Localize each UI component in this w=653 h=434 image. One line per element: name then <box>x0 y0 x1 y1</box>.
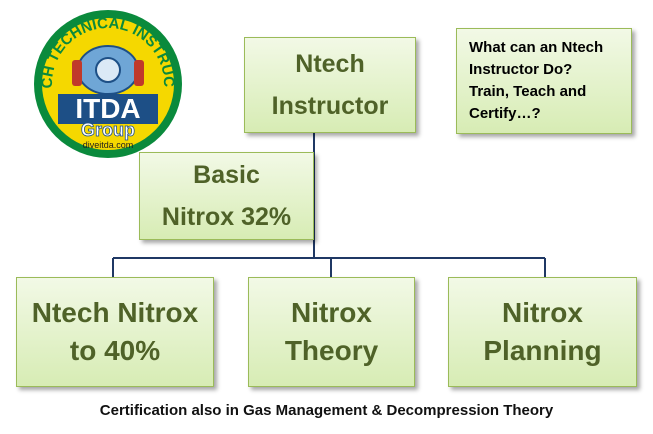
ntech-instructor-box: Ntech Instructor <box>244 37 416 133</box>
note-line3: Train, Teach and <box>469 83 587 100</box>
note-line1: What can an Ntech <box>469 39 604 56</box>
diver-helmet-icon <box>72 45 144 95</box>
ntech-instructor-line2: Instructor <box>271 92 389 120</box>
note-line2: Instructor Do? <box>469 61 573 78</box>
logo-brand-text: ITDA <box>75 93 140 124</box>
note-line4: Certify…? <box>469 105 541 122</box>
ntech-nitrox-40-box: Ntech Nitrox to 40% <box>16 277 214 387</box>
ntech-instructor-line1: Ntech <box>295 50 365 78</box>
itda-logo: NTECH TECHNICAL INSTRUCTOR ITDA Group di… <box>32 8 182 158</box>
ntech-nitrox-40-line1: Ntech Nitrox <box>31 297 199 328</box>
basic-nitrox-box: Basic Nitrox 32% <box>139 152 314 240</box>
basic-nitrox-line2: Nitrox 32% <box>161 203 292 231</box>
nitrox-planning-line1: Nitrox <box>502 297 583 328</box>
ntech-nitrox-40-line2: to 40% <box>69 335 161 366</box>
basic-nitrox-line1: Basic <box>193 161 260 189</box>
logo-brand-plate <box>58 94 158 124</box>
nitrox-theory-line2: Theory <box>284 335 379 366</box>
nitrox-theory-line1: Nitrox <box>291 297 372 328</box>
logo-url-text: diveitda.com <box>83 140 134 150</box>
question-note-box: What can an Ntech Instructor Do? Train, … <box>456 28 632 134</box>
nitrox-planning-line2: Planning <box>483 335 602 366</box>
logo-group-text: Group <box>81 120 135 140</box>
nitrox-theory-box: Nitrox Theory <box>248 277 415 387</box>
nitrox-planning-box: Nitrox Planning <box>448 277 637 387</box>
footer-caption: Certification also in Gas Management & D… <box>99 402 554 419</box>
